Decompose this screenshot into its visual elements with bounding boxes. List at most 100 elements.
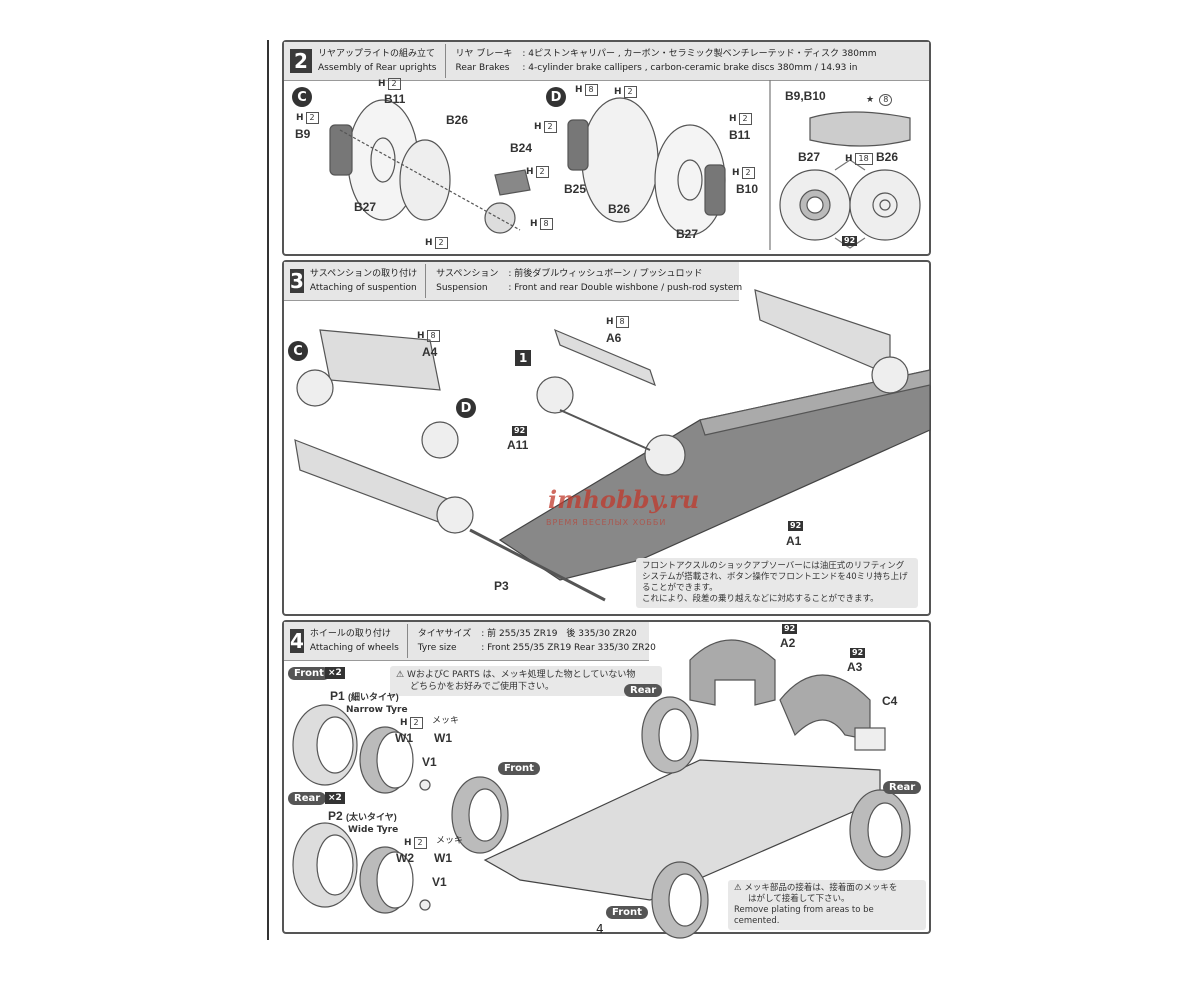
step-title-jp: ホイールの取り付け (309, 629, 391, 639)
spec-value-en: : Front and rear Double wishbone / push-… (508, 283, 743, 293)
step-title-en: Attaching of wheels (309, 643, 399, 653)
step-4-header: 4 ホイールの取り付け Attaching of wheels タイヤサイズ :… (284, 622, 656, 661)
brake-assembly-d (567, 97, 726, 236)
rear-frame (754, 289, 891, 376)
part-w1-plated: W1 (434, 851, 452, 865)
spec-label-jp: タイヤサイズ (417, 629, 472, 639)
hub-2 (644, 434, 686, 476)
step-spec: リヤ ブレーキ : 4ピストンキャリパー , カーボン・セラミック製ベンチレーテ… (446, 47, 877, 75)
step-title-en: Attaching of suspention (309, 283, 417, 293)
part-b26: B26 (876, 150, 899, 164)
front-hub (536, 376, 574, 414)
watermark-logo: imhobby.ru (548, 485, 700, 514)
upper-arm-a6 (554, 328, 656, 387)
step-title: ホイールの取り付け Attaching of wheels (310, 624, 408, 658)
hub-3 (871, 356, 909, 394)
rear-tag: Rear (624, 684, 663, 697)
rear-tag: Rear (288, 792, 327, 805)
step-number: 2 (290, 49, 312, 73)
step-number: 4 (290, 629, 304, 653)
note-line: フロントアクスルのショックアブソーバーには油圧式のリフティング (642, 561, 905, 571)
wheel-front-left (451, 776, 509, 854)
part-p1: P1 (細いタイヤ) (330, 689, 399, 703)
part-b26: B26 (446, 113, 469, 127)
narrow-tyre-label: Narrow Tyre (346, 705, 408, 715)
plating-label: メッキ (436, 836, 464, 846)
upright-c (296, 369, 334, 407)
note-line-en: Remove plating from areas to be cemented… (734, 905, 874, 926)
part-a3: A3 (847, 660, 863, 674)
front-subframe-a4 (319, 329, 441, 391)
wide-tyre-label: Wide Tyre (348, 825, 399, 835)
step-spec: サスペンション : 前後ダブルウィッシュボーン / プッシュロッド Suspen… (426, 267, 742, 295)
step-title-jp: サスペンションの取り付け (309, 269, 418, 279)
steering-rod (559, 409, 651, 451)
note-line: これにより、段差の乗り越えなどに対応することができます。 (642, 594, 879, 604)
step-3-header: 3 サスペンションの取り付け Attaching of suspention サ… (284, 262, 742, 301)
star-icon: ★ (866, 95, 875, 105)
page-number: 4 (596, 922, 604, 936)
part-a11: A11 (507, 438, 529, 452)
step-title: リヤアップライトの組み立て Assembly of Rear uprights (318, 44, 446, 78)
part-v1: V1 (422, 755, 437, 769)
paint-92-badge: 92 (788, 521, 804, 531)
fender-a2 (689, 639, 776, 706)
part-b27: B27 (798, 150, 821, 164)
spec-value-jp: : 前後ダブルウィッシュボーン / プッシュロッド (508, 269, 703, 279)
wheel-rear-right (849, 789, 911, 871)
spec-value-en: : 4-cylinder brake callipers , carbon-ce… (522, 63, 858, 73)
subassembly-1-marker: 1 (515, 350, 532, 366)
page-left-rule (267, 40, 269, 940)
paint-92-badge: 92 (512, 426, 528, 436)
warning-icon: ⚠ (734, 883, 745, 893)
paint-92-badge: 92 (842, 236, 858, 246)
note-line: ることができます。 (642, 583, 718, 593)
warning-line: WおよびC PARTS は、メッキ処理した物としていない物 (406, 670, 636, 680)
wheel-rear-left (641, 696, 699, 774)
step-number: 3 (290, 269, 304, 293)
part-w1: W1 (395, 731, 413, 745)
part-b27: B27 (354, 200, 377, 214)
plating-label: メッキ (432, 716, 460, 726)
warning-line: どちらかをお好みでご使用下さい。 (410, 682, 555, 692)
part-a6: A6 (606, 331, 622, 345)
spec-label-en: Suspension (436, 283, 488, 293)
part-c4 (854, 727, 886, 751)
cap-v1 (419, 899, 431, 911)
spec-value-jp: : 前 255/35 ZR19 後 335/30 ZR20 (481, 629, 637, 639)
step-title: サスペンションの取り付け Attaching of suspention (309, 264, 427, 298)
part-b24: B24 (510, 141, 533, 155)
part-a1: A1 (786, 534, 802, 548)
note-line: システムが搭載され、ボタン操作でフロントエンドを40ミリ持ち上げ (642, 572, 908, 582)
lifting-system-note: フロントアクスルのショックアブソーバーには油圧式のリフティング システムが搭載さ… (636, 558, 918, 608)
part-b26: B26 (608, 202, 631, 216)
chassis-floor (498, 369, 931, 581)
spec-value-jp: : 4ピストンキャリパー , カーボン・セラミック製ベンチレーテッド・ディスク … (522, 49, 877, 59)
watermark-tagline: ВРЕМЯ ВЕСЕЛЫХ ХОББИ (546, 518, 667, 527)
note-line: メッキ部品の接着は、接着面のメッキを (744, 883, 898, 893)
step-spec: タイヤサイズ : 前 255/35 ZR19 後 335/30 ZR20 Tyr… (408, 627, 656, 655)
tyre-p1 (292, 704, 358, 786)
disc-b27 (779, 169, 851, 241)
front-tag: Front (606, 906, 648, 919)
note-line: はがして接着して下さい。 (748, 894, 850, 904)
tyre-p2 (292, 822, 358, 908)
front-tag: Front (498, 762, 540, 775)
part-v1: V1 (432, 875, 447, 889)
part-c4: C4 (882, 694, 898, 708)
spec-label-en: Tyre size (417, 643, 457, 653)
